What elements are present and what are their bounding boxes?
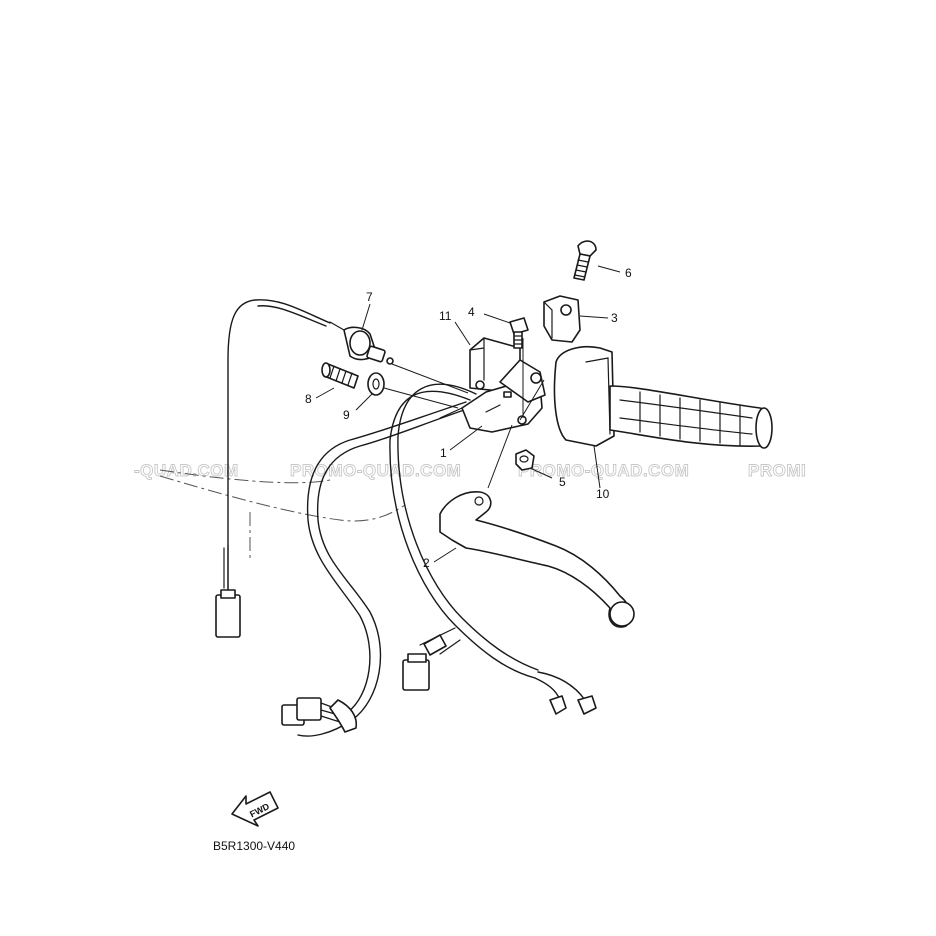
connector-left <box>215 544 241 638</box>
callout-4: 4 <box>468 305 475 319</box>
lever-holder-assembly <box>439 337 546 433</box>
grip-assembly <box>553 346 773 449</box>
diagram-code: B5R1300-V440 <box>213 839 295 853</box>
callout-3: 3 <box>611 311 618 325</box>
pivot-bolt <box>509 317 529 349</box>
callout-8: 8 <box>305 392 312 406</box>
wire-harness <box>227 299 586 737</box>
callout-2: 2 <box>423 556 430 570</box>
handlebar-outline <box>159 469 406 560</box>
callout-10: 10 <box>596 487 610 501</box>
left-switch-cable <box>227 299 331 591</box>
callout-11: 11 <box>439 309 452 323</box>
handlebar-clamp <box>543 295 581 343</box>
connector-middle <box>402 634 447 691</box>
screw <box>321 362 359 389</box>
watermark: -QUAD.COM PROMO-QUAD.COM PROMO-QUAD.COM … <box>134 461 807 481</box>
callout-9: 9 <box>343 408 350 422</box>
callout-1: 1 <box>440 446 447 460</box>
connectors <box>215 544 597 733</box>
connector-coupler-bottom <box>281 697 358 733</box>
lock-washer <box>367 372 385 396</box>
watermark-text-middle: PROMO-QUAD.COM <box>290 461 461 480</box>
watermark-text-edge: PROMI <box>748 461 806 480</box>
leader-lines <box>315 265 621 563</box>
brake-switch <box>329 321 394 365</box>
handlebar-grip <box>609 385 770 447</box>
forward-arrow: FWD <box>231 791 279 827</box>
brake-lever <box>439 491 635 628</box>
connector-terminals <box>549 695 597 715</box>
callout-5: 5 <box>559 475 566 489</box>
callout-6: 6 <box>625 266 632 280</box>
watermark-text-right: PROMO-QUAD.COM <box>518 461 689 480</box>
callout-7: 7 <box>366 290 373 304</box>
clamp-bolt <box>573 240 597 281</box>
pivot-nut <box>515 449 535 471</box>
callout-labels: 1 2 3 4 5 6 7 8 9 10 11 <box>305 266 632 570</box>
switch-pod <box>553 346 615 447</box>
watermark-text-left: -QUAD.COM <box>134 461 239 480</box>
